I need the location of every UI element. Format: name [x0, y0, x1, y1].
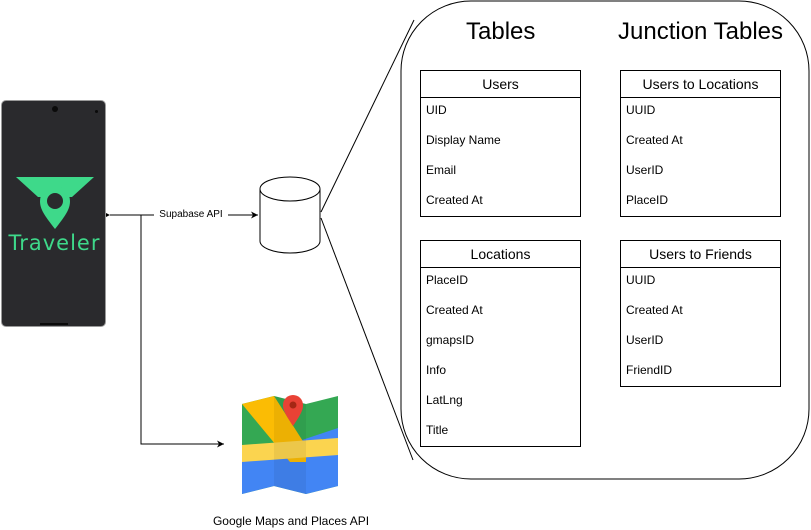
app-logo-text: Traveler	[8, 231, 101, 255]
supabase-api-label: Supabase API	[154, 208, 228, 221]
table-field: Created At	[626, 303, 683, 317]
table-header: Users to Locations	[621, 71, 780, 98]
tables-title: Tables	[466, 18, 536, 45]
table-field: Created At	[426, 193, 483, 207]
phone-icon: Traveler	[1, 100, 106, 327]
table-field: UUID	[626, 103, 656, 117]
camera-icon	[52, 106, 58, 112]
table-field: UUID	[626, 273, 656, 287]
database-cylinder-icon	[259, 176, 321, 254]
junction-tables-title: Junction Tables	[618, 18, 783, 45]
home-bar	[40, 323, 68, 325]
table-field: PlaceID	[626, 193, 669, 207]
table-field: Title	[426, 423, 449, 437]
table-header: Users	[421, 71, 580, 98]
users-to-locations-table: Users to Locations UUID Created At UserI…	[620, 70, 781, 217]
maps-api-label: Google Maps and Places API	[212, 514, 370, 528]
users-to-friends-table: Users to Friends UUID Created At UserID …	[620, 240, 781, 387]
locations-table: Locations PlaceID Created At gmapsID Inf…	[420, 240, 581, 447]
table-field: LatLng	[426, 393, 463, 407]
table-field: gmapsID	[426, 333, 475, 347]
table-field: Info	[426, 363, 447, 377]
table-field: FriendID	[626, 363, 673, 377]
table-field: Created At	[626, 133, 683, 147]
table-header: Users to Friends	[621, 241, 780, 268]
table-field: UserID	[626, 333, 664, 347]
table-field: UserID	[626, 163, 664, 177]
table-field: Created At	[426, 303, 483, 317]
maps-connector	[140, 215, 224, 448]
map-pin-logo-icon	[16, 177, 94, 229]
sensor-icon	[95, 110, 98, 113]
table-header: Locations	[421, 241, 580, 268]
google-maps-icon	[242, 395, 338, 494]
table-field: Display Name	[426, 133, 501, 147]
zoom-line-bottom	[320, 217, 414, 461]
zoom-line-top	[320, 19, 415, 213]
table-field: UID	[426, 103, 447, 117]
table-field: PlaceID	[426, 273, 469, 287]
table-field: Email	[426, 163, 457, 177]
users-table: Users UID Display Name Email Created At	[420, 70, 581, 217]
